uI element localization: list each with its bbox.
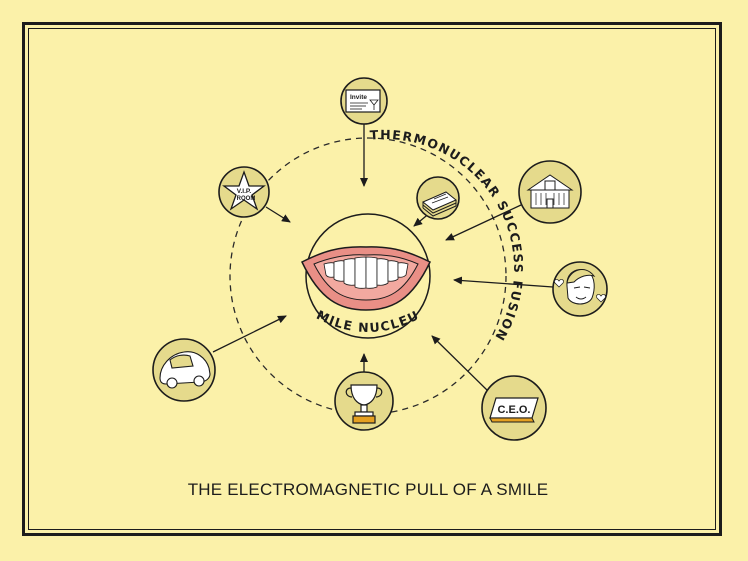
svg-text:Invite: Invite [350,94,367,101]
node-admirer [552,261,608,317]
trophy-icon [345,384,383,424]
nucleus-ring [305,213,431,339]
arrow-admirer [453,276,554,288]
pull-arrows [212,124,554,393]
car-icon [159,351,211,389]
diagram-title: THE ELECTROMAGNETIC PULL OF A SMILE [188,480,549,499]
node-money [416,176,460,220]
inner-frame [28,28,716,530]
ceo-nameplate-icon: C.E.O. [489,397,539,423]
cash-stack-icon [422,191,457,217]
node-car [152,338,216,402]
smile-icon [301,246,431,311]
svg-text:V.I.P.: V.I.P. [237,188,252,195]
node-vip-room: V.I.P. ROOM [218,166,270,218]
orbit-label: THERMONUCLEAR SUCCESS FUSION [369,127,526,344]
arrow-vip [265,206,291,223]
node-mansion [518,160,582,224]
orbit-ring [229,137,507,415]
svg-text:C.E.O.: C.E.O. [497,404,530,416]
arrow-ceo [431,335,490,393]
vip-star-icon: V.I.P. ROOM [222,170,266,211]
outer-frame [22,22,722,536]
arrow-mansion [445,204,522,241]
svg-text:ROOM: ROOM [237,196,256,202]
node-trophy [334,371,394,431]
mansion-icon [526,174,574,209]
invite-card-icon: Invite [345,89,381,113]
arrow-car [212,315,287,353]
node-invite: Invite [340,77,388,125]
admiring-woman-icon [554,269,606,305]
node-ceo: C.E.O. [481,375,547,441]
